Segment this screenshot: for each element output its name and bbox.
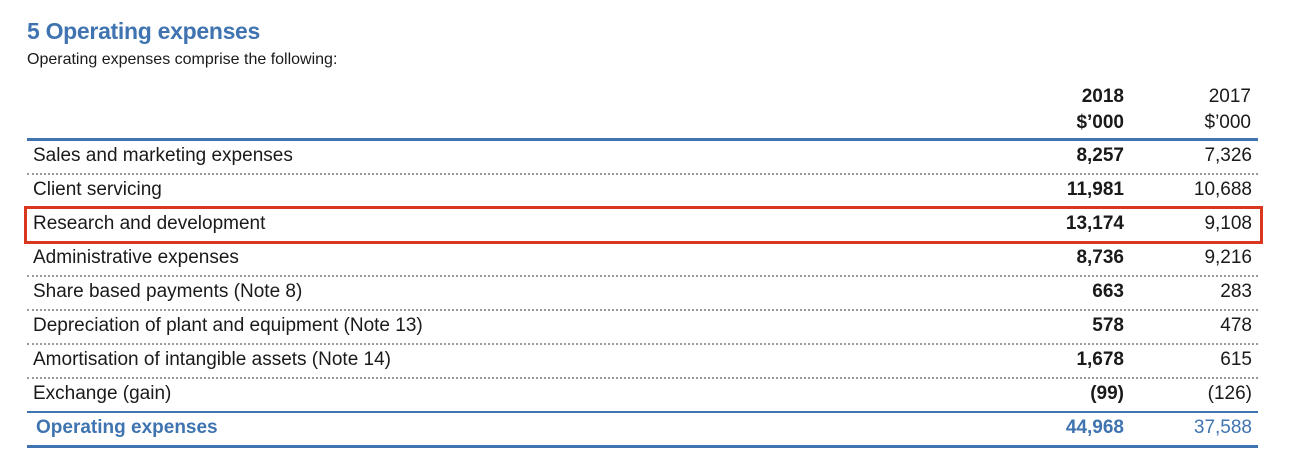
note-subtitle: Operating expenses comprise the followin…	[27, 51, 338, 68]
column-unit-2018: $’000	[1076, 112, 1124, 133]
row-value-2017: 283	[1220, 281, 1252, 302]
table-row: Administrative expenses 8,736 9,216	[27, 243, 1258, 277]
row-value-2017: 615	[1220, 349, 1252, 370]
row-value-2018: 578	[1092, 315, 1124, 336]
row-value-2017: 10,688	[1193, 179, 1252, 200]
row-value-2018: 8,736	[1076, 247, 1124, 268]
table-row: Depreciation of plant and equipment (Not…	[27, 311, 1258, 345]
row-label: Client servicing	[33, 179, 162, 200]
total-value-2017: 37,588	[1193, 417, 1252, 438]
column-year-2017: 2017	[1208, 86, 1251, 107]
row-label: Administrative expenses	[33, 247, 239, 268]
row-value-2017: 478	[1220, 315, 1252, 336]
column-unit-2017: $’000	[1204, 112, 1252, 133]
row-value-2017: 7,326	[1204, 145, 1252, 166]
row-value-2018: (99)	[1090, 383, 1124, 404]
row-value-2017: 9,108	[1204, 213, 1252, 234]
row-label: Sales and marketing expenses	[33, 145, 293, 166]
note-title: 5 Operating expenses	[27, 18, 261, 44]
row-label: Exchange (gain)	[33, 383, 172, 404]
table-row: Amortisation of intangible assets (Note …	[27, 345, 1258, 379]
table-row: Sales and marketing expenses 8,257 7,326	[27, 141, 1258, 175]
row-value-2018: 11,981	[1066, 179, 1124, 200]
row-value-2018: 13,174	[1065, 213, 1124, 234]
operating-expenses-table: Sales and marketing expenses 8,257 7,326…	[27, 141, 1258, 448]
row-label: Amortisation of intangible assets (Note …	[33, 349, 392, 370]
total-label: Operating expenses	[36, 417, 218, 438]
column-header-2017: 2017 $’000	[1205, 84, 1252, 136]
table-top-rule	[27, 138, 1258, 141]
column-header-2018: 2018 $’000	[1076, 84, 1124, 136]
column-year-2018: 2018	[1081, 86, 1124, 107]
row-label: Research and development	[33, 213, 266, 234]
row-value-2017: (126)	[1207, 383, 1252, 404]
row-label: Share based payments (Note 8)	[33, 281, 303, 302]
row-label: Depreciation of plant and equipment (Not…	[33, 315, 423, 336]
row-value-2017: 9,216	[1204, 247, 1252, 268]
table-total-row: Operating expenses 44,968 37,588	[27, 413, 1258, 448]
table-row: Share based payments (Note 8) 663 283	[27, 277, 1258, 311]
table-row-highlighted: Research and development 13,174 9,108	[27, 209, 1258, 243]
total-value-2018: 44,968	[1065, 417, 1124, 438]
row-value-2018: 1,678	[1076, 349, 1124, 370]
row-value-2018: 8,257	[1076, 145, 1124, 166]
table-row: Exchange (gain) (99) (126)	[27, 379, 1258, 413]
row-value-2018: 663	[1092, 281, 1124, 302]
table-row: Client servicing 11,981 10,688	[27, 175, 1258, 209]
